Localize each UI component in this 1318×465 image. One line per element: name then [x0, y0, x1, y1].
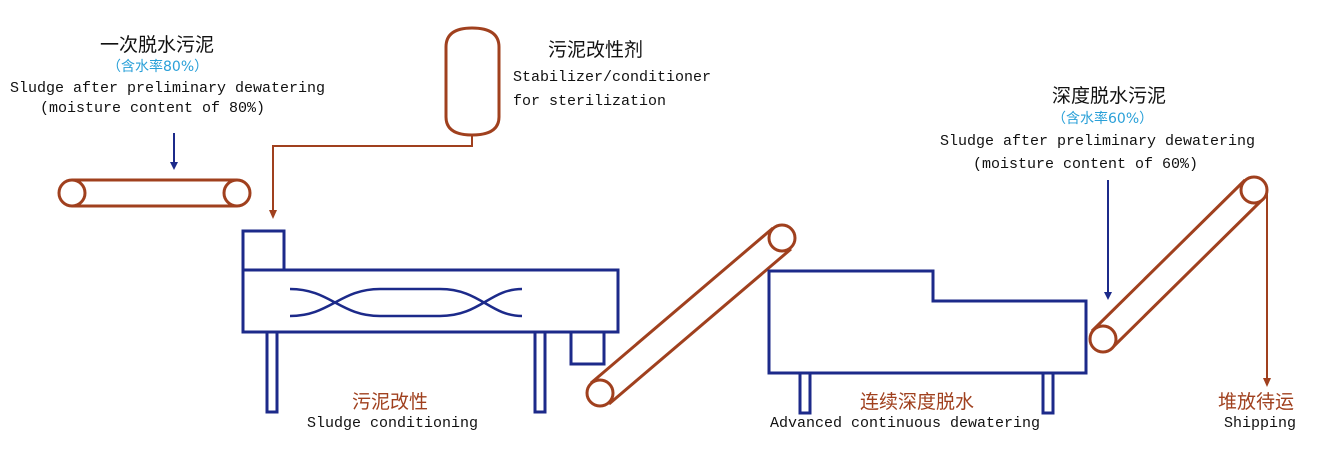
output-sludge-zh-label: 深度脱水污泥 [1052, 85, 1167, 107]
input-sludge-zh-label: 一次脱水污泥 [100, 34, 215, 56]
input-sludge-en-line2: (moisture content of 80%) [40, 100, 266, 117]
output-sludge-arrow [1104, 180, 1112, 300]
output-moisture-label: （含水率60%） [1052, 111, 1154, 127]
stabilizer-zh-label: 污泥改性剂 [548, 39, 644, 61]
shipping-arrow [1263, 190, 1271, 387]
input-sludge-en-line1: Sludge after preliminary dewatering [10, 80, 326, 97]
dewatering-machine [767, 269, 1088, 415]
output-sludge-en-line2: (moisture content of 60%) [973, 156, 1199, 173]
stabilizer-tank [444, 26, 501, 137]
shipping-zh-label: 堆放待运 [1218, 391, 1295, 413]
stabilizer-en-line1: Stabilizer/conditioner [513, 69, 712, 86]
conditioning-machine [241, 229, 620, 414]
conditioning-en-label: Sludge conditioning [307, 415, 479, 432]
stabilizer-feed-pipe [269, 135, 473, 219]
conditioning-zh-label: 污泥改性 [352, 391, 429, 413]
input-moisture-label: （含水率80%） [107, 59, 209, 75]
input-conveyor [57, 178, 252, 208]
stabilizer-en-line2: for sterilization [513, 93, 667, 110]
dewatering-en-label: Advanced continuous dewatering [770, 415, 1041, 432]
middle-conveyor [585, 223, 797, 408]
input-sludge-arrow [170, 133, 178, 170]
output-sludge-en-line1: Sludge after preliminary dewatering [940, 133, 1256, 150]
output-conveyor [1088, 175, 1269, 354]
shipping-en-label: Shipping [1224, 415, 1297, 432]
dewatering-zh-label: 连续深度脱水 [860, 391, 975, 413]
